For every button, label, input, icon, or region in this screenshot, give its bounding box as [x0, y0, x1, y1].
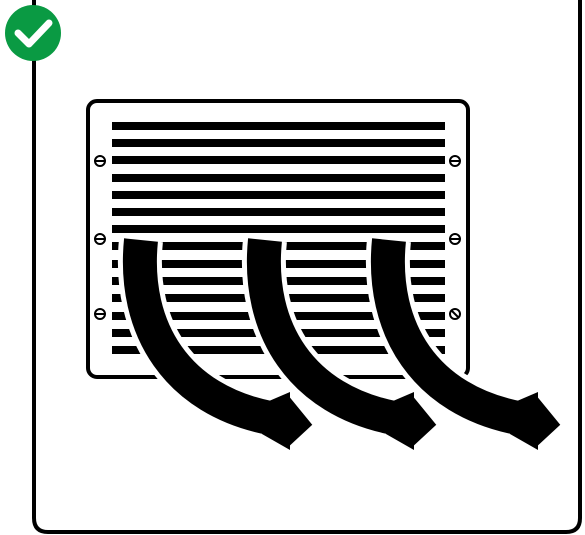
checkmark-icon — [14, 19, 53, 48]
vent-slat — [112, 174, 445, 182]
airflow-arrows — [117, 237, 565, 452]
check-circle-icon — [5, 5, 61, 61]
screw-icon — [449, 155, 461, 167]
curved-arrow-icon — [365, 237, 565, 452]
screw-icon — [94, 155, 106, 167]
vent-slat — [112, 191, 445, 199]
curved-arrow-icon — [241, 237, 441, 452]
vent-slat — [112, 156, 445, 164]
vent-slat — [112, 139, 445, 147]
vent-slat — [112, 122, 445, 130]
vent-screws — [94, 155, 461, 320]
screw-icon — [449, 233, 461, 245]
vent-slat — [112, 225, 445, 233]
curved-arrow-icon — [117, 237, 317, 452]
badge-circle — [5, 5, 61, 61]
screw-icon — [94, 308, 106, 320]
screw-icon — [449, 308, 461, 320]
card-frame — [32, 0, 582, 534]
vent-slat — [112, 208, 445, 216]
screw-icon — [94, 233, 106, 245]
